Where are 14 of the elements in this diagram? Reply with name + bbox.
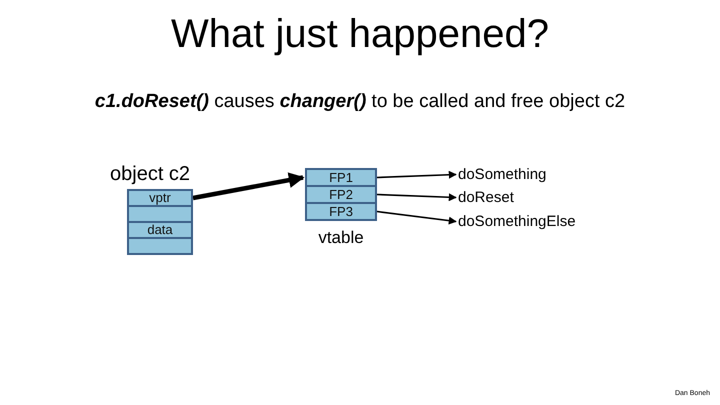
arrow (376, 170, 457, 179)
arrow (376, 193, 457, 202)
arrow (376, 210, 457, 225)
empty-cell (127, 237, 193, 255)
function-name: doReset (458, 189, 514, 206)
table-cell: FP3 (305, 202, 377, 221)
function-name: doSomething (458, 166, 546, 183)
arrow (192, 172, 305, 200)
title: What just happened? (170, 12, 550, 57)
subtitle: c1.doReset() causes changer() to be called and free object c2 (94, 91, 626, 113)
heading: vtable (318, 229, 364, 248)
heading: object c2 (110, 163, 190, 185)
object-box (110, 163, 193, 255)
function-name: doSomethingElse (458, 213, 576, 230)
